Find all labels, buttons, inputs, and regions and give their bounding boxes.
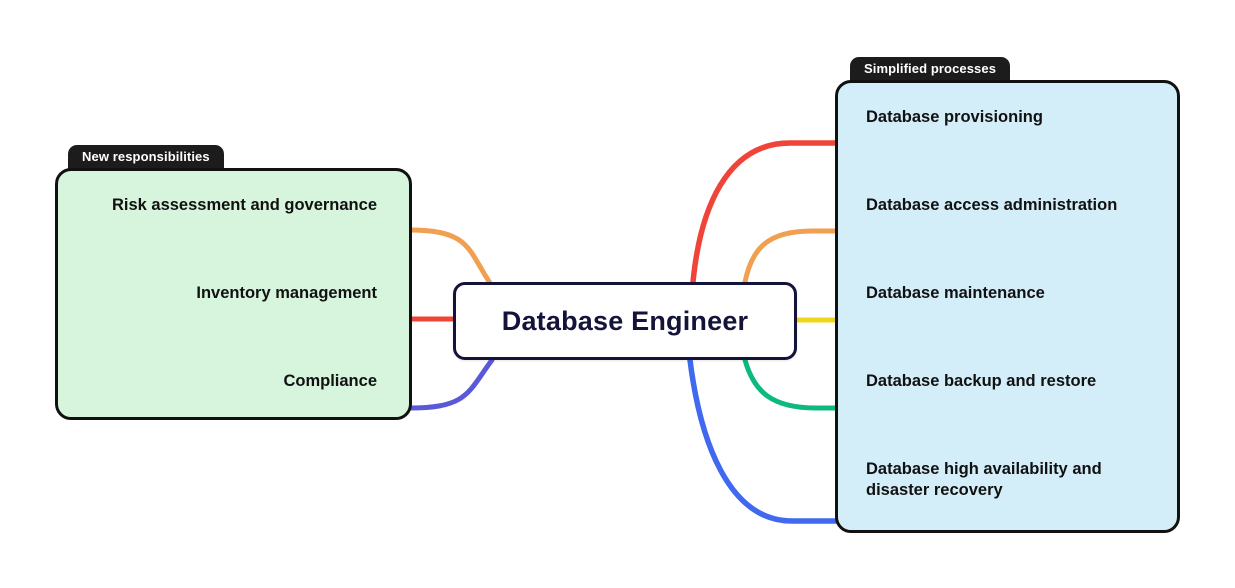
leaf-label-risk-assessment-and-governance[interactable]: Risk assessment and governance — [111, 196, 377, 214]
wire-left-compliance — [249, 357, 495, 411]
leaf-label-database-backup-and-restore[interactable]: Database backup and restore — [866, 372, 1097, 390]
group-tab-new-responsibilities[interactable]: New responsibilities — [68, 145, 224, 172]
leaf-label-database-provisioning[interactable]: Database provisioning — [866, 108, 1043, 126]
wire-right-provisioning — [690, 140, 1088, 285]
wire-left-risk-assessment — [63, 227, 493, 286]
wire-right-high-availability — [687, 357, 1159, 524]
leaf-label-compliance[interactable]: Compliance — [283, 372, 377, 390]
group-tab-simplified-processes[interactable]: Simplified processes — [850, 57, 1011, 84]
group-panel-simplified-processes — [835, 80, 1180, 533]
leaf-label-inventory-management[interactable]: Inventory management — [196, 284, 377, 302]
center-node-label: Database Engineer — [501, 305, 749, 336]
leaf-label-database-access-administration[interactable]: Database access administration — [866, 196, 1118, 214]
leaf-label-database-high-availability-and-disaster-recovery[interactable]: Database high availability and disaster … — [866, 460, 1102, 500]
wire-right-access-admin — [742, 228, 1171, 285]
leaf-label-database-maintenance[interactable]: Database maintenance — [866, 284, 1045, 302]
center-node-database-engineer[interactable]: Database Engineer — [453, 282, 797, 360]
group-panel-new-responsibilities — [55, 168, 412, 420]
wire-right-backup — [742, 357, 1149, 411]
